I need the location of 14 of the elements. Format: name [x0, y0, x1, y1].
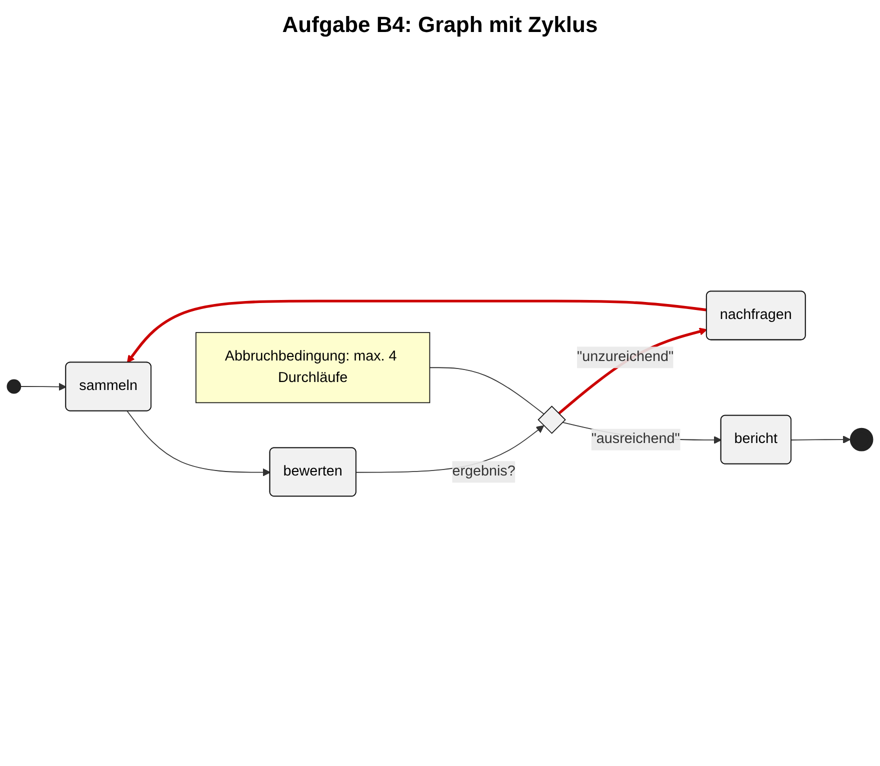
- diagram-title: Aufgabe B4: Graph mit Zyklus: [281, 12, 599, 38]
- connector: [429, 367, 544, 415]
- arrow: [126, 300, 708, 364]
- node-diamond: [538, 406, 566, 434]
- edge-label: "unzureichend": [577, 350, 674, 365]
- edge-label: "ausreichend": [591, 432, 680, 448]
- arrow: [790, 436, 851, 444]
- node-circle: [6, 380, 22, 394]
- node-circle: [850, 428, 874, 452]
- arrow: [558, 328, 708, 415]
- edge-label: ergebnis?: [452, 464, 516, 480]
- node-box: Abbruchbedingung: max. 4 Durchläufe: [196, 332, 430, 404]
- arrow: [126, 411, 271, 477]
- arrow: [20, 383, 66, 392]
